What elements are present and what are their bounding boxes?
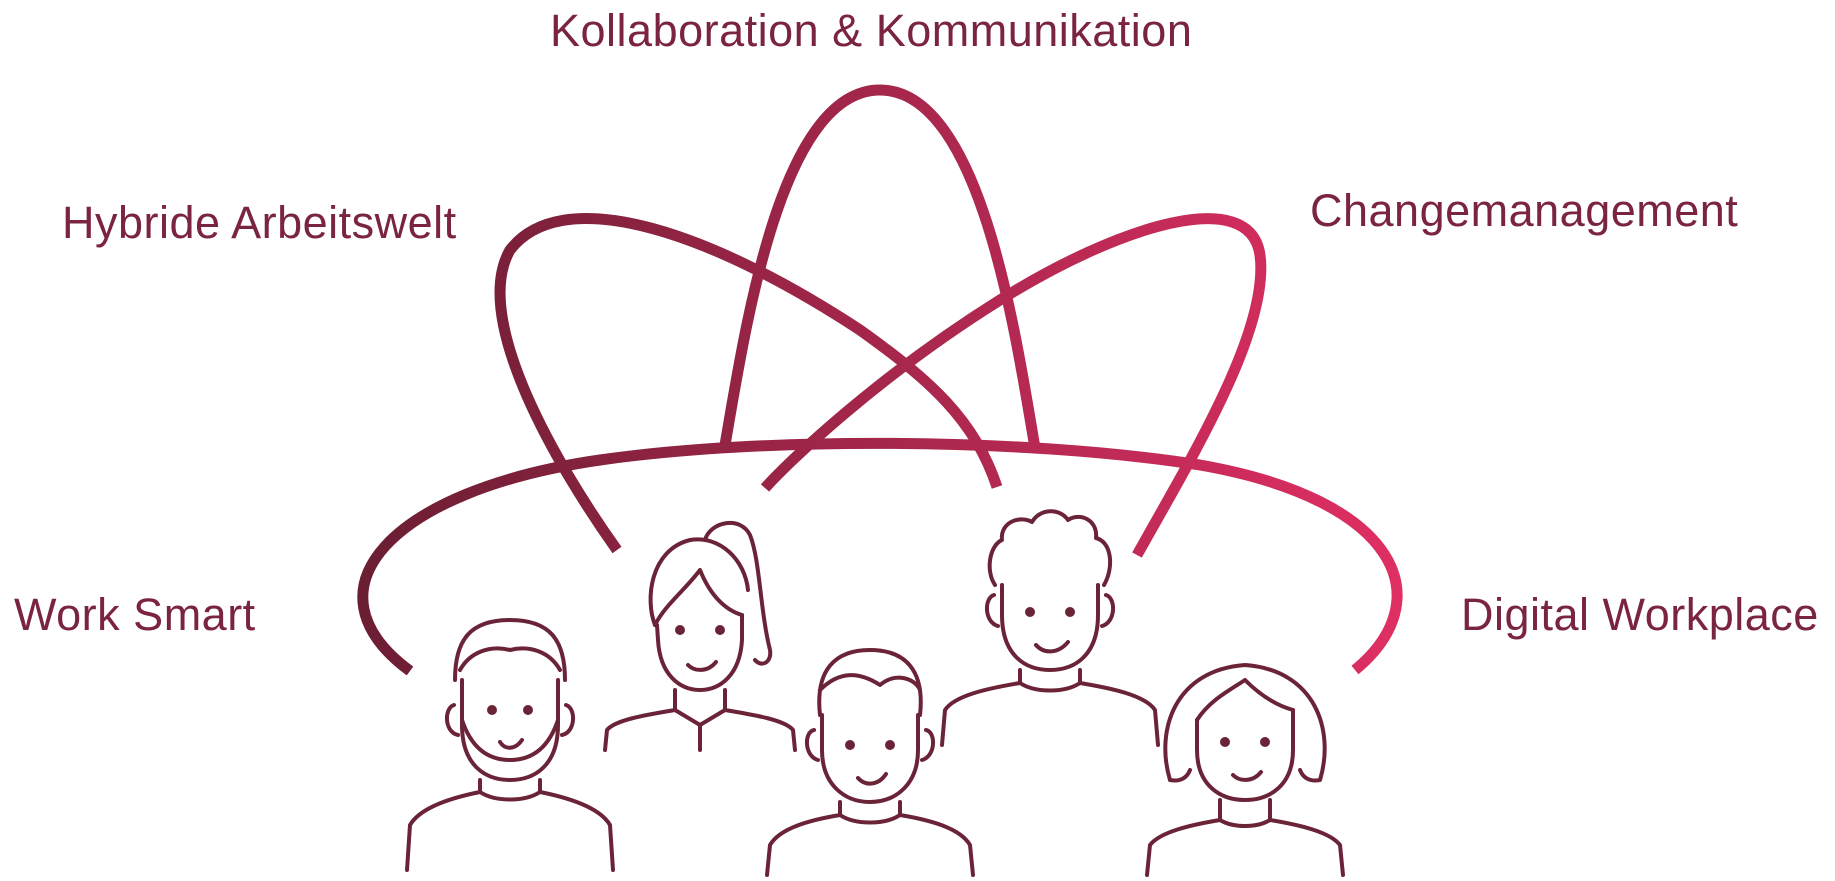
- topic-digital-workplace: Digital Workplace: [1461, 589, 1819, 640]
- topic-work-smart: Work Smart: [14, 589, 256, 640]
- topic-hybride-arbeitswelt: Hybride Arbeitswelt: [62, 197, 457, 248]
- topic-changemanagement: Changemanagement: [1310, 185, 1739, 236]
- person-icon: [940, 509, 1160, 747]
- orbit-left: [494, 213, 1003, 554]
- orbit-vertical: [719, 84, 1041, 449]
- orbit-horizontal: [357, 437, 1403, 676]
- person-icon: [405, 618, 615, 872]
- orbit-right: [760, 213, 1267, 558]
- person-icon: [603, 520, 797, 752]
- person-icon: [1145, 663, 1345, 877]
- topic-kollaboration: Kollaboration & Kommunikation: [550, 5, 1193, 56]
- person-icon: [765, 648, 975, 877]
